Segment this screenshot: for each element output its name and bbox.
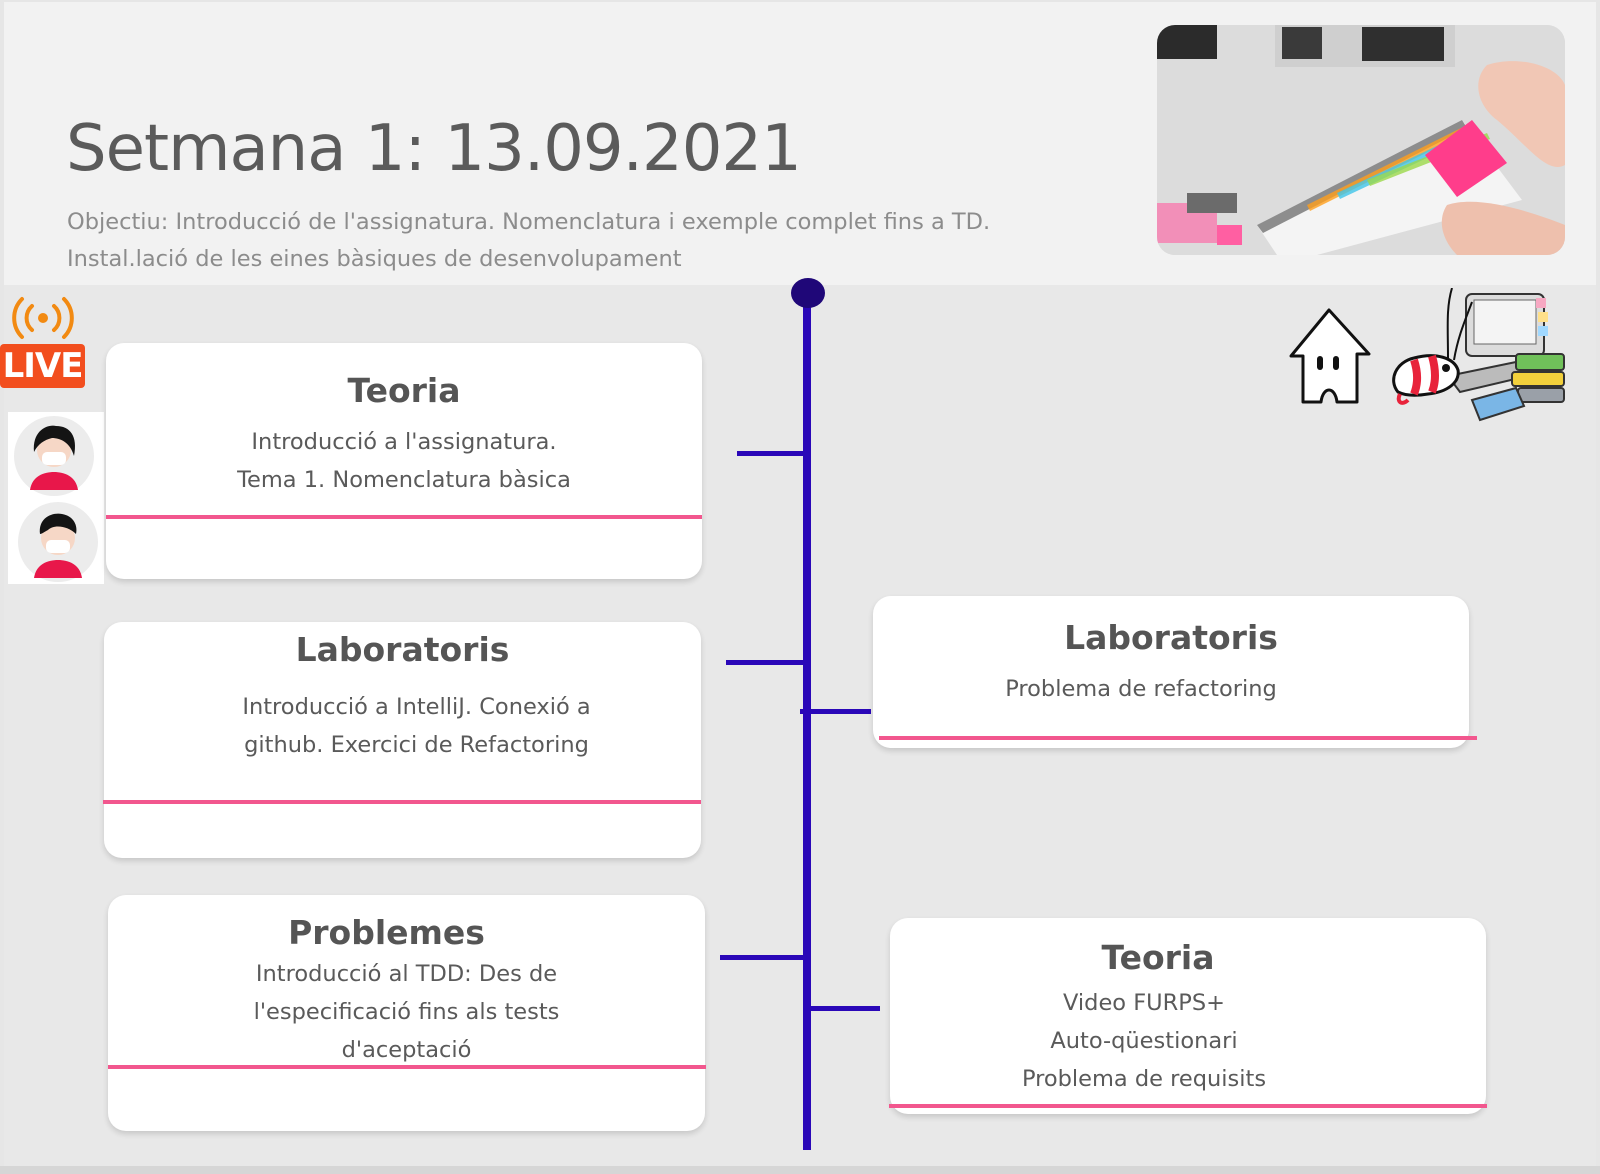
card-problemes: Problemes Introducció al TDD: Des de l'e… [108,895,706,1131]
card-rule [108,1065,706,1069]
card-title: Laboratoris [295,630,510,669]
card-description: Video FURPS+ Auto-qüestionari Problema d… [846,984,1442,1098]
objective-line-1: Objectiu: Introducció de l'assignatura. … [67,209,991,235]
card-line: Problema de refactoring [1005,676,1277,702]
connector-teoria-2 [808,1006,880,1011]
avatar [8,412,104,498]
card-description: Problema de refactoring [843,670,1439,708]
card-line: Problema de requisits [1021,1066,1267,1092]
card-laboratoris-1: Laboratoris Introducció a IntelliJ. Cone… [103,622,701,858]
card-laboratoris-2: Laboratoris Problema de refactoring [873,596,1477,748]
card-line: Introducció a IntelliJ. Conexió a [242,694,591,720]
female-avatar-icon [14,416,94,496]
card-rule [103,800,701,804]
card-description: Introducció a IntelliJ. Conexió a github… [118,688,715,764]
card-line: Introducció al TDD: Des de [255,961,558,987]
card-title: Problemes [288,913,485,952]
broadcast-icon [12,297,74,339]
card-title: Teoria [347,371,461,410]
house-mascot-icon [1289,308,1371,404]
page-objective: Objectiu: Introducció de l'assignatura. … [67,204,990,278]
timeline-start-dot [791,278,825,308]
card-title: Laboratoris [1064,618,1278,657]
page-title: Setmana 1: 13.09.2021 [66,112,802,186]
connector-problemes [720,955,805,960]
card-rule [889,1104,1487,1108]
card-line: d'aceptació [341,1037,472,1063]
male-avatar-icon [18,502,98,582]
card-line: Auto-qüestionari [1050,1028,1238,1054]
card-rule [879,736,1477,740]
desk-photo [1157,25,1565,255]
card-line: l'especificació fins als tests [253,999,560,1025]
card-line: github. Exercici de Refactoring [244,732,589,758]
shrimp-at-computer-icon [1392,288,1565,422]
card-description: Introducció a l'assignatura. Tema 1. Nom… [106,423,702,499]
bottom-border [0,1166,1600,1174]
card-teoria-2: Teoria Video FURPS+ Auto-qüestionari Pro… [889,918,1487,1114]
avatar [8,498,104,584]
connector-laboratoris-1 [726,660,805,665]
card-line: Video FURPS+ [1063,990,1225,1016]
card-teoria-1: Teoria Introducció a l'assignatura. Tema… [106,343,702,579]
card-title: Teoria [1101,938,1215,977]
timeline-spine [803,292,811,1150]
connector-teoria-1 [737,451,805,456]
card-line: Introducció a l'assignatura. [251,429,557,455]
card-rule [106,515,702,519]
card-line: Tema 1. Nomenclatura bàsica [237,467,571,493]
live-badge: LIVE [0,344,85,388]
objective-line-2: Instal.lació de les eines bàsiques de de… [67,246,682,272]
connector-laboratoris-2 [800,709,871,714]
card-description: Introducció al TDD: Des de l'especificac… [108,955,705,1069]
